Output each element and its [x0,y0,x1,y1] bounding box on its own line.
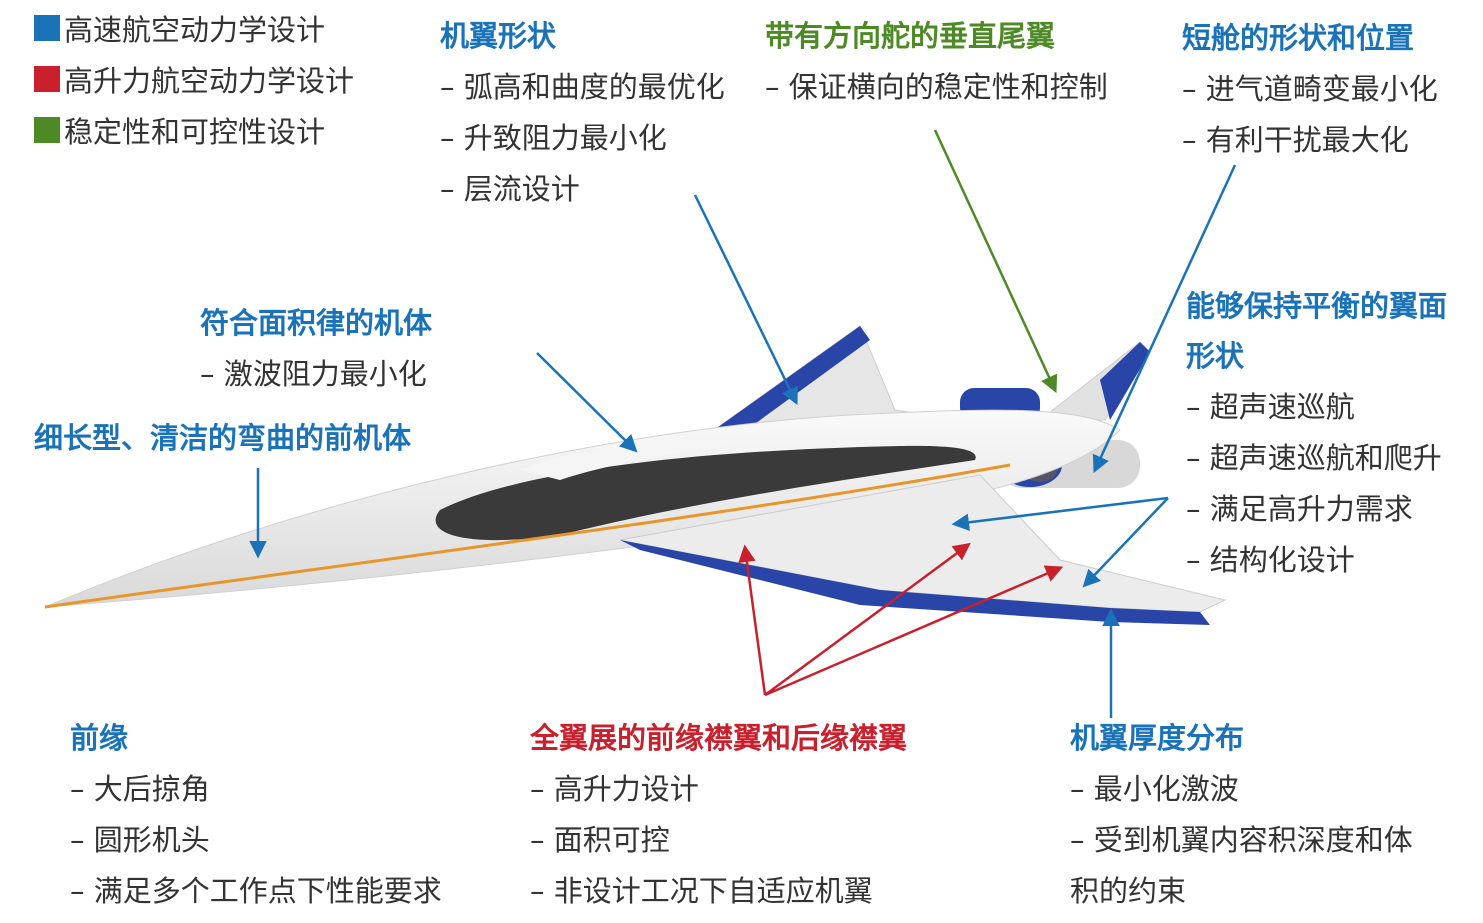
annotation-flaps: 全翼展的前缘襟翼和后缘襟翼 – 高升力设计 – 面积可控 – 非设计工况下自适应… [530,720,907,909]
annotation-item: – 非设计工况下自适应机翼 [530,874,873,908]
legend-swatch-blue [34,15,60,41]
arrow-nacelle [1092,164,1237,474]
annotation-item: – 最小化激波 [1070,772,1239,806]
annotation-item: – 面积可控 [530,823,670,857]
arrow-vertical-tail [933,129,1058,394]
annotation-item: – 大后掠角 [70,772,210,806]
annotation-title: 短舱的形状和位置 [1182,21,1415,55]
annotation-title: 符合面积律的机体 [200,306,433,340]
annotation-area-rule: 符合面积律的机体 – 激波阻力最小化 [200,305,432,392]
near-wing-flap [620,540,1210,625]
annotation-item: – 受到机翼内容积深度和体 [1070,823,1413,857]
annotation-title-continued: 形状 [1186,339,1245,373]
annotation-title: 能够保持平衡的翼面 [1186,289,1448,323]
annotation-item: – 高升力设计 [530,772,699,806]
annotation-item: – 超声速巡航 [1186,390,1355,424]
annotation-item: 积的约束 [1070,874,1187,908]
legend-label: 高升力航空动力学设计 [64,64,355,98]
arrow-flaps-3 [764,565,1064,697]
annotation-item: – 结构化设计 [1186,543,1355,577]
legend-swatch-red [34,66,60,92]
annotation-wing-shape: 机翼形状 – 弧高和曲度的最优化 – 升致阻力最小化 – 层流设计 [440,18,725,207]
annotation-item: – 激波阻力最小化 [200,357,427,391]
arrow-balanced-wing-2 [1082,497,1169,588]
arrow-balanced-wing-1 [951,496,1169,531]
legend-swatch-green [34,117,60,143]
annotation-leading-edge: 前缘 – 大后掠角 – 圆形机头 – 满足多个工作点下性能要求 [70,720,442,909]
legend-label: 稳定性和可控性设计 [64,115,326,149]
annotation-item: – 超声速巡航和爬升 [1186,441,1442,475]
aircraft [44,325,1227,625]
arrows [249,129,1237,718]
annotation-item: – 层流设计 [440,172,580,206]
annotation-vertical-tail: 带有方向舵的垂直尾翼 – 保证横向的稳定性和控制 [765,18,1108,105]
legend-item-high-speed: 高速航空动力学设计 [34,11,325,47]
annotation-title: 机翼厚度分布 [1070,721,1245,755]
arrow-flaps-1 [738,544,767,696]
fuselage-stripe [44,463,1011,609]
far-wing-leading-edge [700,326,870,442]
annotation-forebody: 细长型、清洁的弯曲的前机体 [34,420,411,456]
annotation-item: – 有利干扰最大化 [1182,123,1409,157]
legend-item-stability: 稳定性和可控性设计 [34,113,325,149]
arrow-flaps-2 [764,542,971,697]
annotation-item: – 弧高和曲度的最优化 [440,70,725,104]
annotation-title: 前缘 [70,721,129,755]
arrow-wing-shape [693,194,798,406]
arrow-area-rule [536,352,638,453]
legend-label: 高速航空动力学设计 [64,13,326,47]
annotation-balanced-wing: 能够保持平衡的翼面 形状 – 超声速巡航 – 超声速巡航和爬升 – 满足高升力需… [1186,288,1447,578]
annotation-title: 全翼展的前缘襟翼和后缘襟翼 [530,721,908,755]
annotation-title: 细长型、清洁的弯曲的前机体 [34,421,412,455]
legend-item-high-lift: 高升力航空动力学设计 [34,62,354,98]
annotation-title: 机翼形状 [440,19,557,53]
annotation-item: – 升致阻力最小化 [440,121,667,155]
annotation-item: – 满足高升力需求 [1186,492,1413,526]
annotation-item: – 满足多个工作点下性能要求 [70,874,442,908]
annotation-item: – 保证横向的稳定性和控制 [765,70,1108,104]
annotation-thickness: 机翼厚度分布 – 最小化激波 – 受到机翼内容积深度和体 积的约束 [1070,720,1413,909]
canopy-hump [520,438,760,480]
annotation-item: – 圆形机头 [70,823,210,857]
canopy [435,445,976,541]
vertical-tail-edge [1100,342,1150,420]
annotation-nacelle: 短舱的形状和位置 – 进气道畸变最小化 – 有利干扰最大化 [1182,20,1438,158]
annotation-title: 带有方向舵的垂直尾翼 [765,19,1056,53]
annotation-item: – 进气道畸变最小化 [1182,72,1438,106]
